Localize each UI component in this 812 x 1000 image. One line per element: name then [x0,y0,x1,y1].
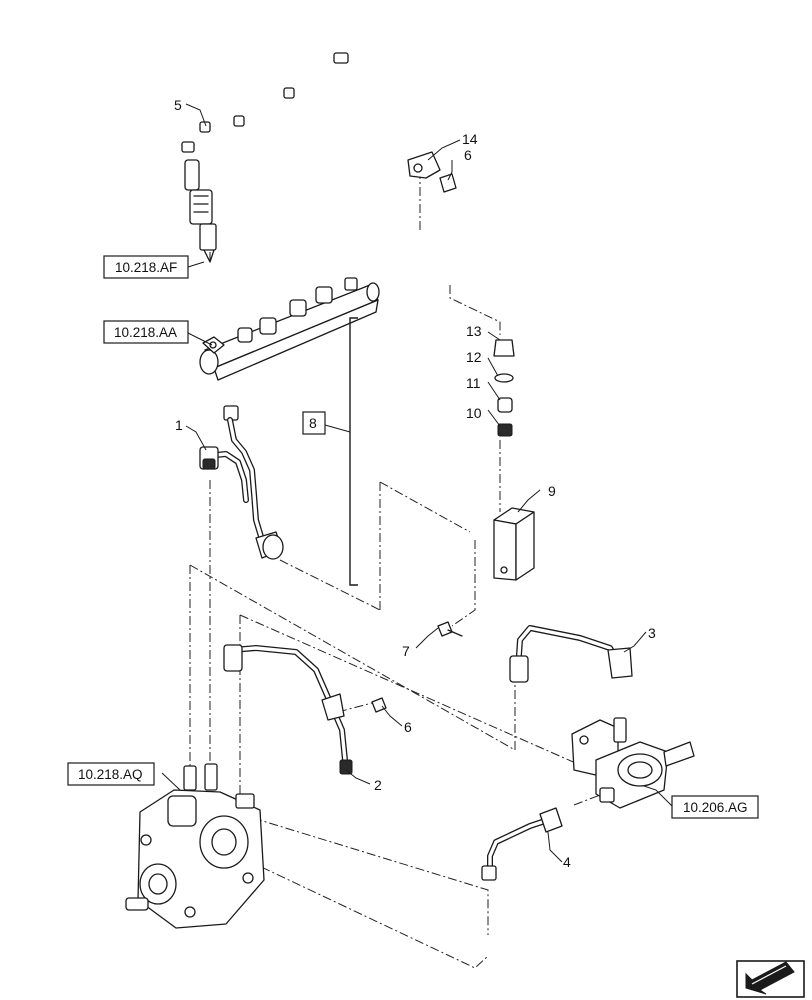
corner-navigation-arrow-icon [736,960,805,998]
high-pressure-pump [125,763,265,929]
common-rail [199,277,380,421]
bolt [437,621,463,637]
callout-10: 10 [466,405,482,421]
callout-9: 9 [548,483,556,499]
leader-lines [161,103,673,863]
callout-14: 14 [462,131,478,147]
callout-12: 12 [466,349,482,365]
ref-label-injector: 10.218.AF [115,260,177,275]
callout-8-box: 8 [302,411,326,435]
callout-11: 11 [466,375,481,391]
overflow-valve-components [493,339,515,437]
ref-box-injector: 10.218.AF [103,255,205,279]
ref-label-pump: 10.218.AQ [78,767,143,782]
callout-8: 8 [309,415,317,431]
fuel-line-2 [223,644,387,775]
callout-7: 7 [402,643,410,659]
fuel-line-4 [481,807,563,881]
callout-labels: 1 2 3 4 5 6 6 7 9 10 11 12 13 14 [174,97,656,870]
callout-4: 4 [563,854,571,870]
ref-box-rail: 10.218.AA [103,320,189,344]
rail-outlet-fittings [237,277,358,343]
ref-box-filter: 10.206.AG [671,795,759,819]
fuel-line-3 [509,625,633,683]
ref-box-pump: 10.218.AQ [67,762,155,786]
callout-5: 5 [174,97,182,113]
callout-3: 3 [648,625,656,641]
callout-2: 2 [374,777,382,793]
fuel-injector [184,159,217,263]
filter-head [571,717,695,809]
callout-6-lower: 6 [404,719,412,735]
callout-13: 13 [466,323,482,339]
leak-off-return-pipe [181,52,452,284]
callout-6-upper: 6 [464,147,472,163]
ref-label-filter: 10.206.AG [683,800,748,815]
kit-bracket [324,317,358,586]
high-pressure-pipe [199,417,284,560]
ref-label-rail: 10.218.AA [114,325,177,340]
assembly-lines [189,160,601,969]
callout-1: 1 [175,417,183,433]
valve-block [493,507,535,581]
banjo-bolt-and-fitting [407,151,457,193]
